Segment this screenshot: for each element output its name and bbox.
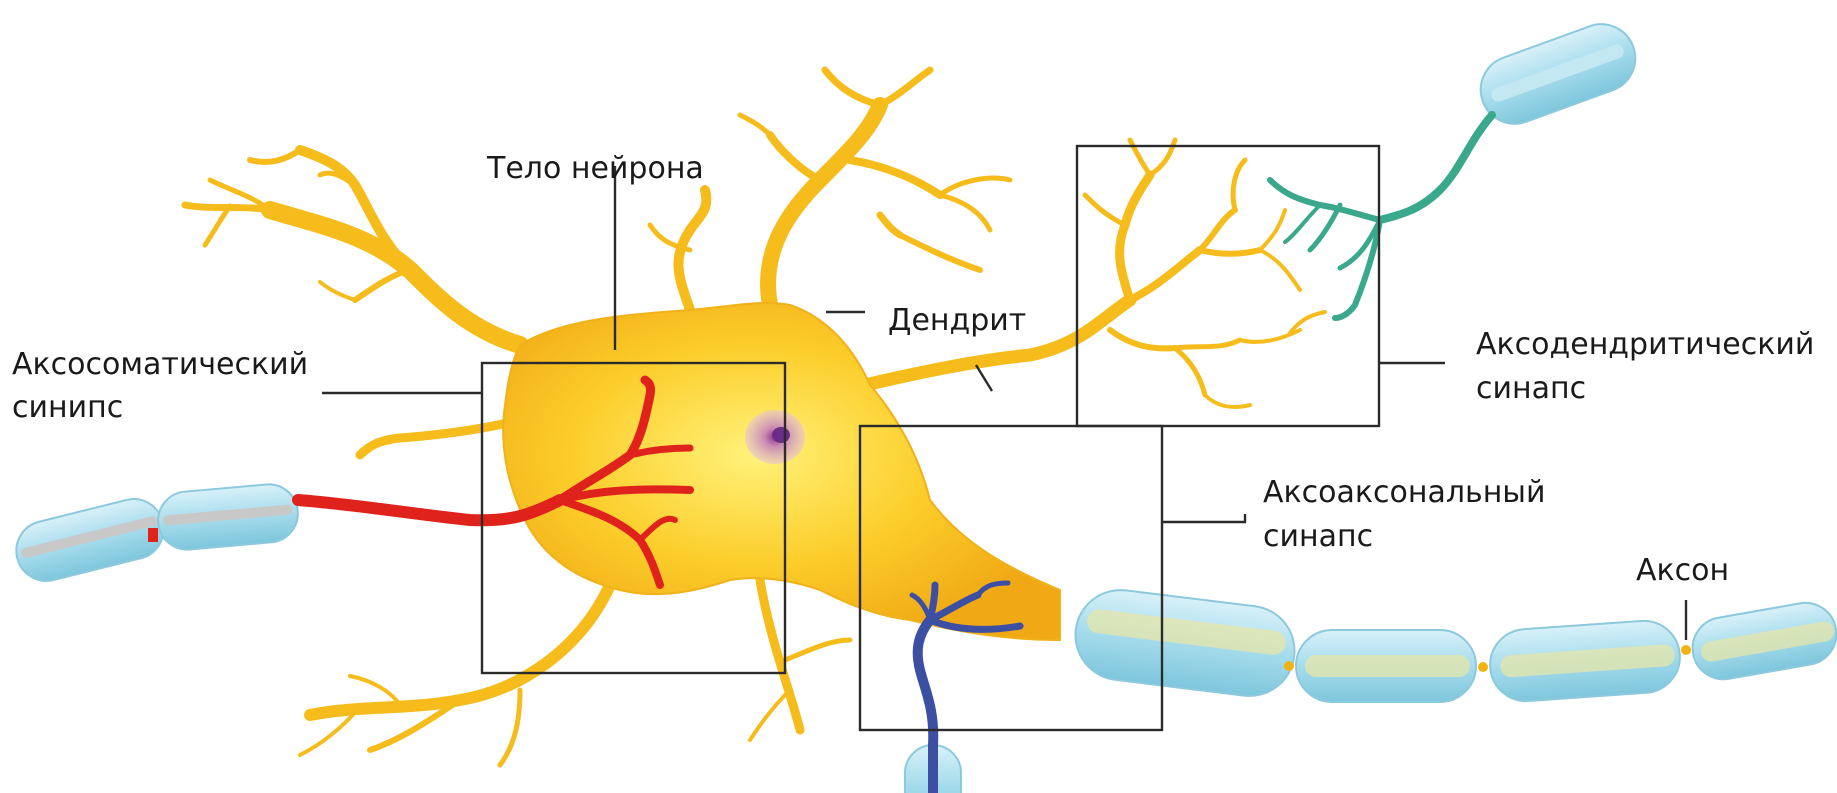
axon-bottom	[905, 745, 961, 793]
dendrite-upper-middle	[650, 190, 706, 310]
label-axoaxonal-2: синапс	[1263, 519, 1373, 554]
label-axosomatic-2: синипс	[12, 390, 123, 425]
label-axodendritic-1: Аксодендритический	[1476, 327, 1814, 362]
label-axodendritic-2: синапс	[1476, 371, 1586, 406]
dendrite-upper	[740, 70, 1010, 305]
axon-left	[10, 482, 300, 587]
dendrite-upper-left	[185, 150, 520, 345]
dendrite-lower	[750, 580, 850, 740]
label-axosomatic-1: Аксосоматический	[12, 347, 308, 382]
label-cell-body: Тело нейрона	[486, 151, 704, 186]
axon-top-right	[1471, 15, 1645, 134]
axon-main	[1070, 585, 1837, 704]
label-dendrite: Дендрит	[888, 303, 1026, 338]
label-axoaxonal-1: Аксоаксональный	[1263, 475, 1546, 510]
leader-axoaxonal	[1162, 514, 1245, 522]
dendrite-left	[360, 420, 520, 455]
dendrite-right	[865, 140, 1325, 407]
label-axon: Аксон	[1636, 553, 1729, 588]
dendrite-lower-left	[300, 585, 610, 765]
leader-dendrite-tick	[976, 365, 992, 391]
neuron-body	[503, 303, 1060, 640]
